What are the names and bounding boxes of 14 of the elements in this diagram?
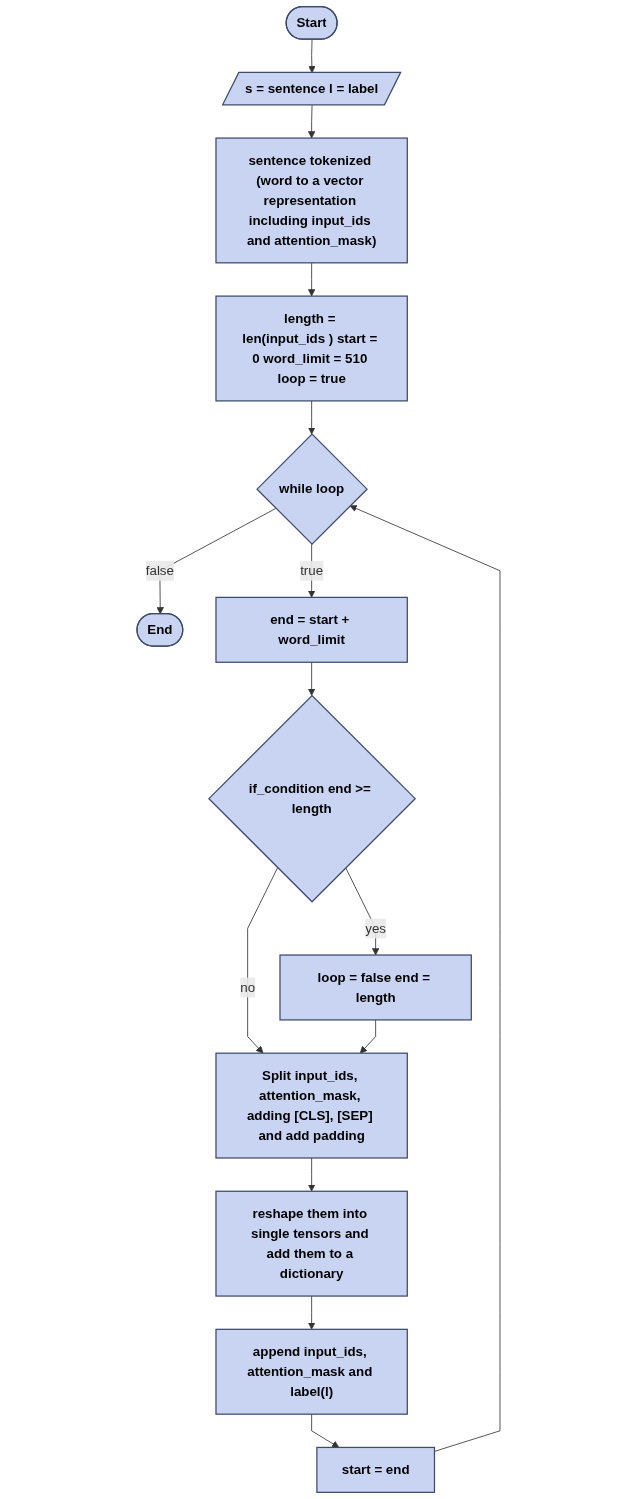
edge-label: true	[300, 563, 324, 578]
node-box: length = len(input_ids ) start = 0 word_limit = 510 loop = true	[215, 295, 408, 402]
node-box: start = end	[316, 1446, 436, 1493]
node-box: sentence tokenized (word to a vector representation including input_ids and attention_mask)	[215, 137, 408, 264]
node-box: append input_ids, attention_mask and label(l)	[215, 1328, 408, 1415]
edge-label: false	[145, 563, 174, 578]
node-box: loop = false end = length	[279, 954, 472, 1021]
edge-label: no	[240, 979, 256, 995]
node-box: reshape them into single tensors and add them to a dictionary	[215, 1190, 408, 1297]
edge-label: yes	[365, 920, 386, 936]
node-diamond: if_condition end >= length	[208, 694, 417, 903]
node-diamond: while loop	[256, 433, 368, 546]
node-box: end = start + word_limit	[215, 596, 408, 663]
node-box: Split input_ids, attention_mask, adding [CLS], [SEP] and add padding	[215, 1052, 408, 1159]
